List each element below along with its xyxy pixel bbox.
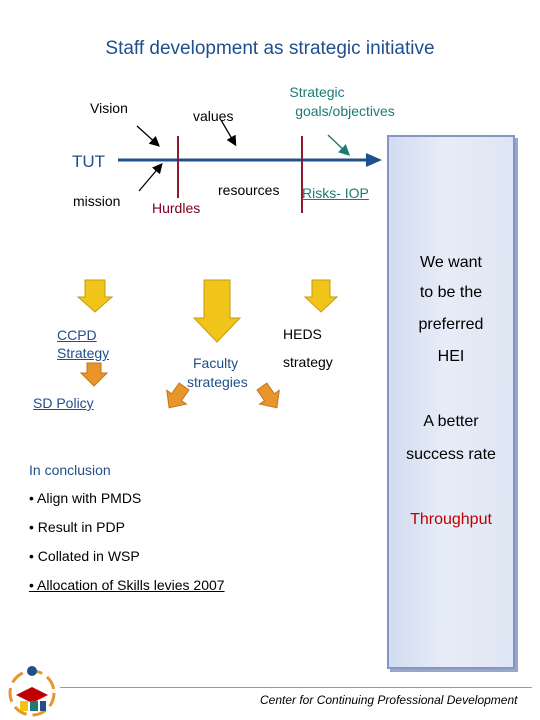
faculty-label-line1: Faculty	[193, 355, 239, 371]
footer-rule	[60, 687, 532, 688]
ccpd-down-arrow	[76, 279, 114, 313]
heds-down-arrow	[303, 279, 339, 313]
panel-throughput: Throughput	[410, 511, 492, 528]
hurdles-label: Hurdles	[152, 200, 201, 216]
goals-label-line1: Strategic	[289, 84, 345, 100]
ccpd-label-line1: CCPD	[57, 327, 97, 343]
mission-label: mission	[73, 193, 121, 209]
conclusion-item-skills-levies: • Allocation of Skills levies 2007	[29, 577, 225, 593]
goals-arrow	[327, 134, 351, 156]
strategy-label: strategy	[283, 354, 333, 370]
tut-logo-icon	[8, 666, 56, 717]
conclusion-heading: In conclusion	[29, 462, 111, 478]
risks-label: Risks- IOP	[302, 185, 369, 201]
panel-to-be-the: to be the	[419, 284, 483, 301]
heds-label: HEDS	[283, 326, 322, 342]
conclusion-item-pdp: • Result in PDP	[29, 519, 125, 535]
ccpd-label-line2: Strategy	[57, 345, 110, 361]
conclusion-item-pmds: • Align with PMDS	[29, 490, 142, 506]
goals-label-line2: goals/objectives	[295, 103, 395, 119]
faculty-left-arrow	[166, 382, 190, 409]
values-arrow	[220, 119, 237, 147]
resources-label: resources	[218, 182, 280, 198]
vision-panel	[387, 135, 515, 669]
values-label: values	[193, 108, 234, 124]
conclusion-item-wsp: • Collated in WSP	[29, 548, 140, 564]
mission-arrow	[138, 163, 163, 192]
tut-label: TUT	[72, 152, 106, 171]
timeline-arrow	[118, 153, 382, 167]
vision-arrow	[136, 125, 160, 147]
panel-we-want: We want	[420, 254, 482, 271]
sd-policy-label: SD Policy	[33, 395, 94, 411]
panel-preferred: preferred	[418, 316, 484, 333]
faculty-right-arrow	[256, 382, 280, 409]
panel-success-rate: success rate	[406, 446, 496, 463]
panel-a-better: A better	[423, 413, 479, 430]
vision-label: Vision	[90, 100, 128, 116]
faculty-down-arrow	[192, 279, 242, 343]
footer-text: Center for Continuing Professional Devel…	[260, 693, 518, 707]
faculty-label-line2: strategies	[187, 374, 248, 390]
page-title: Staff development as strategic initiativ…	[105, 38, 435, 59]
ccpd-small-down-arrow	[79, 362, 109, 387]
panel-hei: HEI	[437, 348, 465, 365]
